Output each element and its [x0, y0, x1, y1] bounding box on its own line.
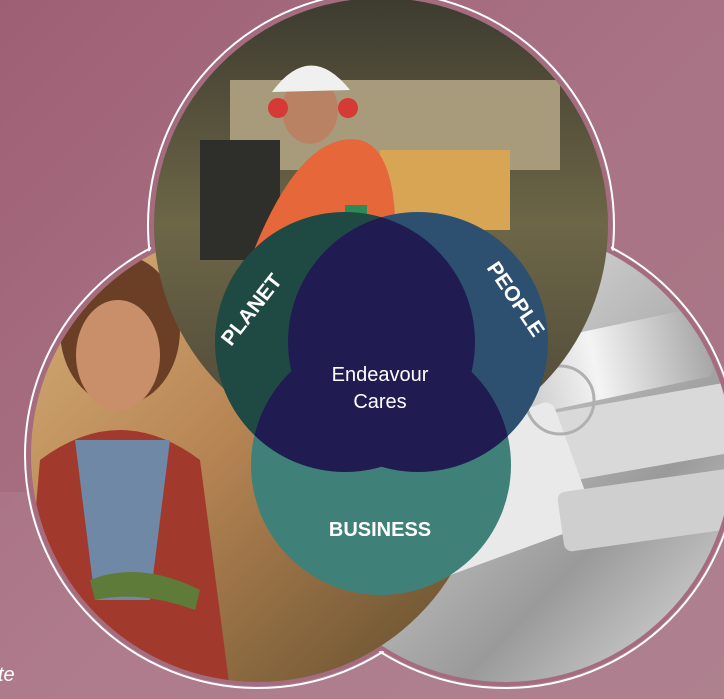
side-text-fragment: te [0, 664, 15, 686]
venn-circles [215, 212, 548, 595]
center-label-line2: Cares [353, 391, 406, 413]
center-label-line1: Endeavour [332, 364, 429, 386]
business-label: BUSINESS [329, 519, 431, 541]
people-business-overlap [288, 335, 511, 472]
